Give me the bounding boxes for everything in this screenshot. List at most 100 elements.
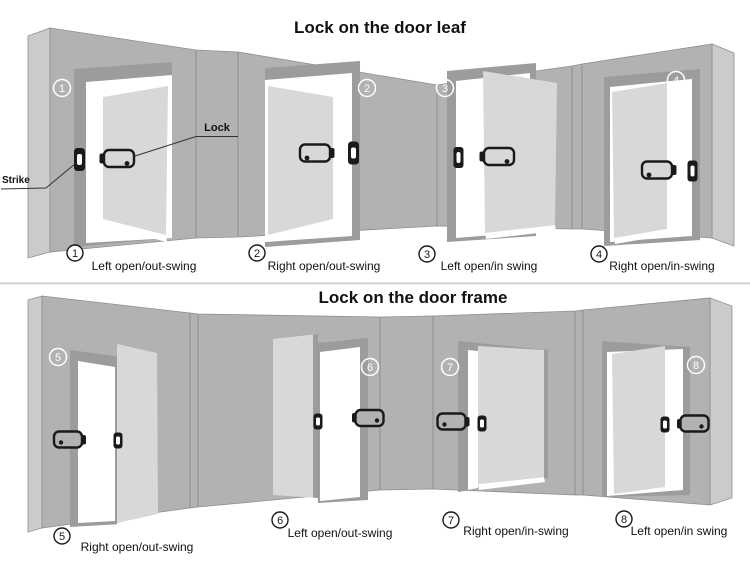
caption-badge-5: 5: [53, 527, 71, 545]
strike-icon: [453, 147, 464, 168]
lock-icon: [298, 143, 335, 163]
panel-1: 1: [52, 62, 172, 247]
strike-label: Strike: [2, 175, 30, 186]
wall-creases: [189, 310, 584, 508]
svg-text:8: 8: [621, 514, 627, 526]
strike-icon: [74, 148, 85, 171]
svg-text:2: 2: [364, 83, 370, 95]
floor-gap: [117, 514, 159, 529]
caption-badge-6: 6: [271, 511, 289, 529]
strike-icon: [660, 416, 670, 433]
svg-text:3: 3: [424, 249, 430, 261]
caption-2: Right open/out-swing: [268, 259, 381, 273]
door-opening: [468, 350, 478, 490]
lock-icon: [479, 146, 516, 167]
section-lock-on-door-leaf: Lock on the door leaf 1: [0, 18, 735, 273]
wall-badge-4: 4: [666, 70, 686, 90]
wall-right-edge: [711, 43, 735, 247]
lock-label: Lock: [204, 122, 231, 134]
lock-icon: [352, 408, 385, 428]
wall-badge-3: 3: [435, 78, 455, 98]
wall-right-edge: [709, 297, 733, 506]
wall-left-edge: [27, 27, 51, 259]
strike-leader-line: [0, 162, 77, 190]
strike-callout: Strike: [0, 162, 77, 190]
wall-badge-1: 1: [52, 78, 72, 98]
door-opening: [78, 361, 115, 523]
svg-text:1: 1: [72, 248, 78, 260]
door-leaf: [483, 71, 557, 233]
floor-gap: [103, 219, 167, 242]
svg-text:7: 7: [448, 515, 454, 527]
captions-top-row: 1 Left open/out-swing 2 Right open/out-s…: [66, 244, 715, 273]
panel-4: 4: [604, 69, 700, 246]
door-leaf: [103, 86, 168, 235]
captions-bottom-row: 5 Right open/out-swing 6 Left open/out-s…: [53, 510, 728, 554]
door-leaf: [273, 334, 318, 498]
strike-icon: [477, 415, 487, 432]
panel-7: 7: [436, 341, 548, 492]
lock-icon: [436, 412, 470, 431]
svg-text:5: 5: [59, 531, 65, 543]
floor-gap: [614, 229, 668, 244]
section-title-frame: Lock on the door frame: [319, 288, 508, 307]
caption-4: Right open/in-swing: [609, 259, 714, 273]
panel-3: 3: [435, 63, 557, 242]
svg-text:8: 8: [693, 360, 699, 372]
svg-text:6: 6: [277, 515, 283, 527]
caption-badge-8: 8: [615, 510, 633, 528]
lock-icon: [640, 160, 677, 180]
caption-badge-7: 7: [442, 511, 460, 529]
door-opening: [320, 347, 360, 501]
wall-badge-8: 8: [686, 355, 706, 375]
svg-text:7: 7: [447, 362, 453, 374]
svg-text:2: 2: [254, 248, 260, 260]
wall-badge-6: 6: [360, 357, 380, 377]
panel-8: 8: [602, 341, 710, 497]
wall-badge-7: 7: [440, 357, 460, 377]
svg-text:4: 4: [673, 75, 679, 87]
svg-text:4: 4: [596, 249, 602, 261]
door-leaf: [612, 83, 667, 238]
svg-text:6: 6: [367, 362, 373, 374]
section-title-leaf: Lock on the door leaf: [294, 18, 466, 37]
lock-icon: [99, 148, 136, 169]
caption-8: Left open/in swing: [631, 524, 728, 538]
caption-badge-4: 4: [590, 245, 608, 263]
wall-badge-5: 5: [48, 347, 68, 367]
svg-text:5: 5: [55, 352, 61, 364]
caption-5: Right open/out-swing: [81, 540, 194, 554]
caption-badge-3: 3: [418, 245, 436, 263]
wall-creases: [195, 50, 583, 238]
floor-gap: [268, 219, 333, 242]
panel-5: 5: [48, 344, 159, 529]
svg-text:3: 3: [442, 83, 448, 95]
panel-6: 6: [273, 334, 385, 503]
caption-7: Right open/in-swing: [463, 524, 568, 538]
lock-icon: [677, 414, 710, 433]
caption-badge-2: 2: [248, 244, 266, 262]
caption-6: Left open/out-swing: [288, 526, 393, 540]
lock-icon: [52, 430, 86, 449]
door-leaf: [612, 346, 665, 494]
caption-badge-1: 1: [66, 244, 84, 262]
section-divider: [0, 282, 750, 285]
svg-text:1: 1: [59, 83, 65, 95]
strike-icon: [313, 413, 323, 430]
floor-gap: [485, 225, 556, 239]
door-leaf: [117, 344, 158, 523]
section-lock-on-door-frame: Lock on the door frame 5: [27, 288, 733, 554]
strike-icon: [113, 432, 123, 449]
strike-icon: [348, 141, 359, 165]
strike-icon: [687, 160, 698, 182]
panel-2: 2: [265, 61, 377, 247]
door-leaf: [478, 346, 544, 484]
caption-3: Left open/in swing: [441, 259, 538, 273]
wall-badge-2: 2: [357, 78, 377, 98]
wall-left-edge: [27, 295, 43, 533]
caption-1: Left open/out-swing: [92, 259, 197, 273]
lock-leader-line: [134, 136, 238, 157]
lock-callout: Lock: [134, 122, 238, 157]
